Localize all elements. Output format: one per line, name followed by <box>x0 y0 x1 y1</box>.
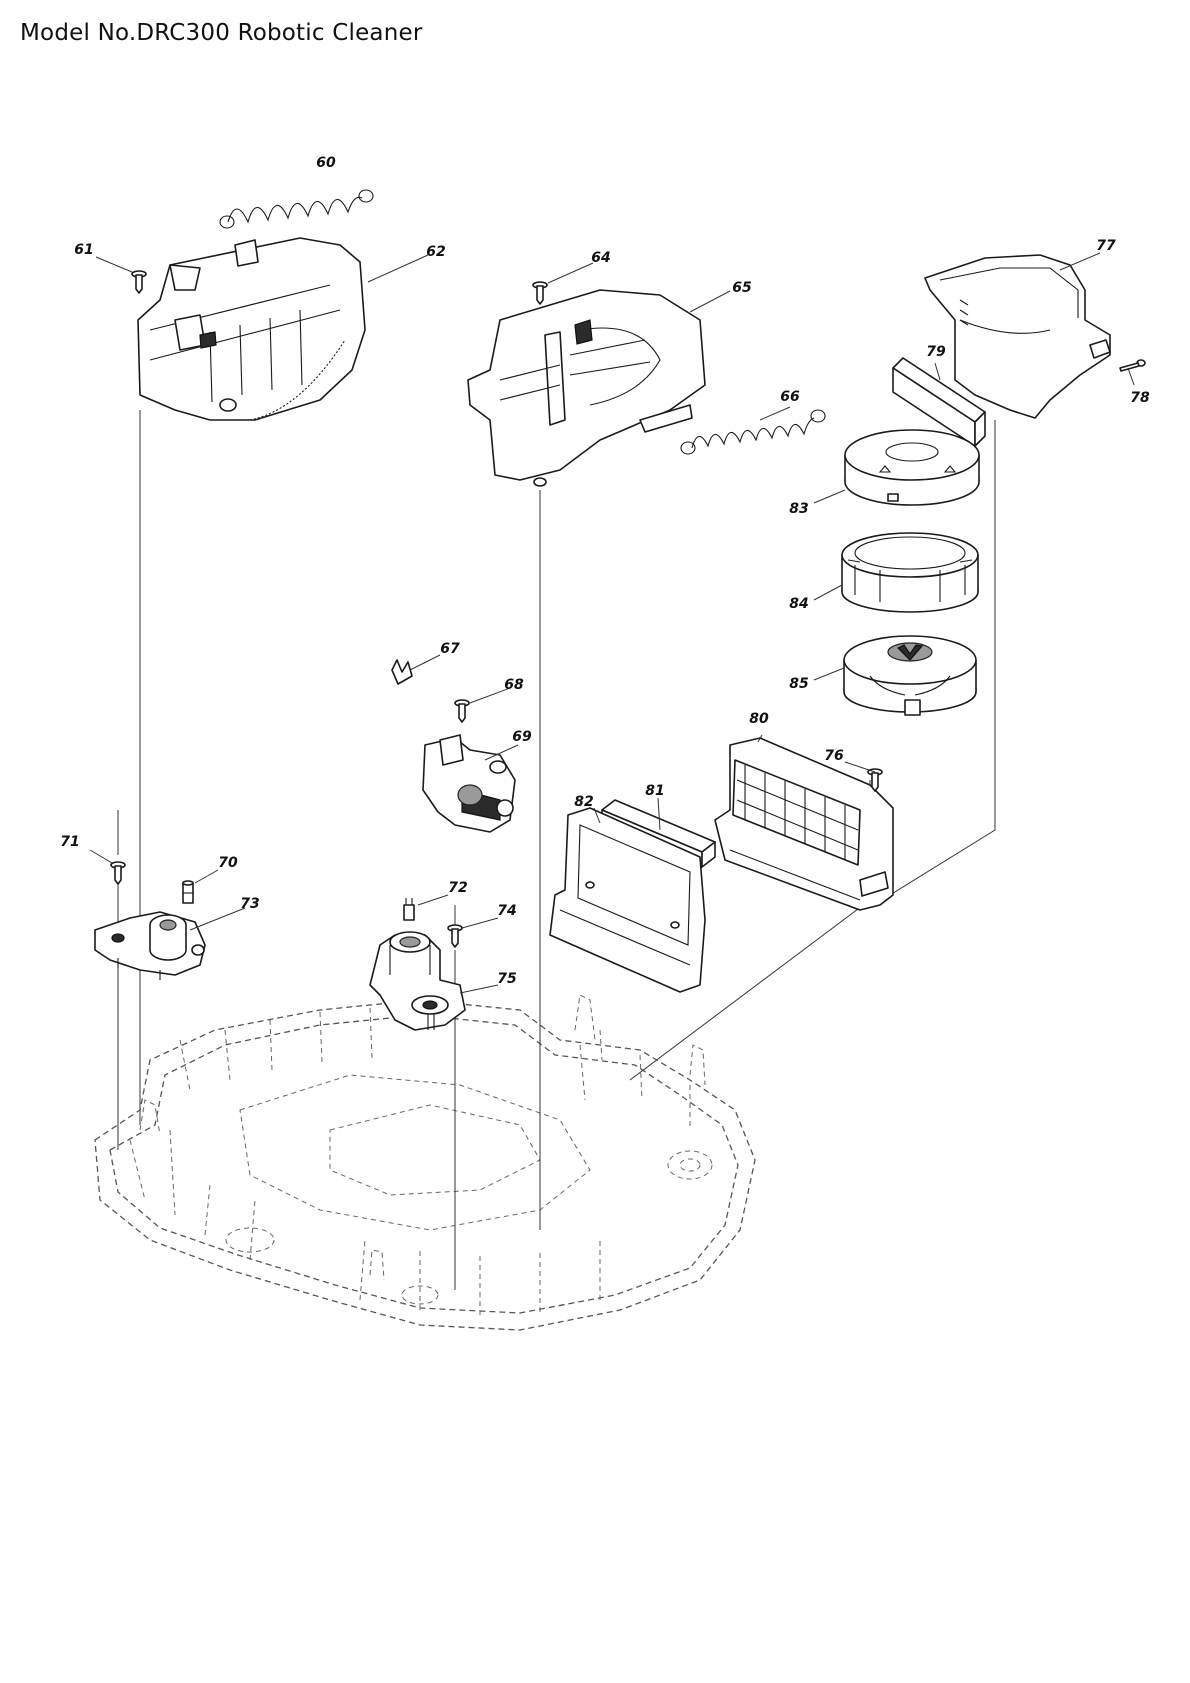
part-61-screw <box>131 270 147 294</box>
part-62-left-housing <box>137 237 366 421</box>
part-66-spring <box>680 409 826 455</box>
callout-76: 76 <box>824 748 844 764</box>
part-82-frame <box>549 807 706 993</box>
part-67-clip <box>391 659 413 685</box>
base-chassis-outline <box>94 994 756 1331</box>
callout-numbers: 60 61 62 64 65 66 77 79 78 83 84 85 67 6… <box>60 155 1150 987</box>
callout-69: 69 <box>512 729 532 745</box>
callout-72: 72 <box>448 880 467 896</box>
callout-60: 60 <box>316 155 336 171</box>
callout-79: 79 <box>926 344 946 360</box>
part-79-filter-bar <box>892 357 986 447</box>
part-69-motor-assembly <box>422 734 516 833</box>
callout-62: 62 <box>426 244 445 260</box>
callout-74: 74 <box>497 903 516 919</box>
part-60-spring <box>219 189 374 229</box>
part-64-screw <box>532 281 548 305</box>
part-75-gear-motor <box>369 931 466 1031</box>
callout-68: 68 <box>504 677 524 693</box>
part-78-screw <box>1119 359 1146 372</box>
part-83-filter-cap <box>844 429 980 506</box>
part-74-screw <box>447 924 463 948</box>
part-72-clip <box>403 898 415 921</box>
part-84-filter-ring <box>841 532 979 613</box>
callout-67: 67 <box>440 641 460 657</box>
callout-61: 61 <box>74 242 93 258</box>
part-68-screw <box>454 699 470 723</box>
callout-77: 77 <box>1096 238 1116 254</box>
callout-65: 65 <box>732 280 752 296</box>
part-71-screw <box>110 861 126 885</box>
part-85-fan-unit <box>843 635 977 716</box>
callout-81: 81 <box>645 783 664 799</box>
callout-78: 78 <box>1130 390 1150 406</box>
callout-66: 66 <box>780 389 800 405</box>
part-65-center-housing <box>467 289 706 487</box>
callout-84: 84 <box>789 596 808 612</box>
callout-75: 75 <box>497 971 517 987</box>
callout-70: 70 <box>218 855 238 871</box>
callout-85: 85 <box>789 676 809 692</box>
part-70-pin <box>182 880 194 904</box>
part-77-top-cover <box>924 254 1111 419</box>
leader-lines <box>89 252 1135 994</box>
page-title: Model No.DRC300 Robotic Cleaner <box>20 20 423 46</box>
callout-64: 64 <box>591 250 610 266</box>
callout-73: 73 <box>240 896 259 912</box>
part-80-vent-housing <box>714 737 894 911</box>
callout-82: 82 <box>574 794 593 810</box>
part-73-gear-unit <box>94 911 206 980</box>
callout-71: 71 <box>60 834 79 850</box>
callout-80: 80 <box>749 711 769 727</box>
callout-83: 83 <box>789 501 808 517</box>
